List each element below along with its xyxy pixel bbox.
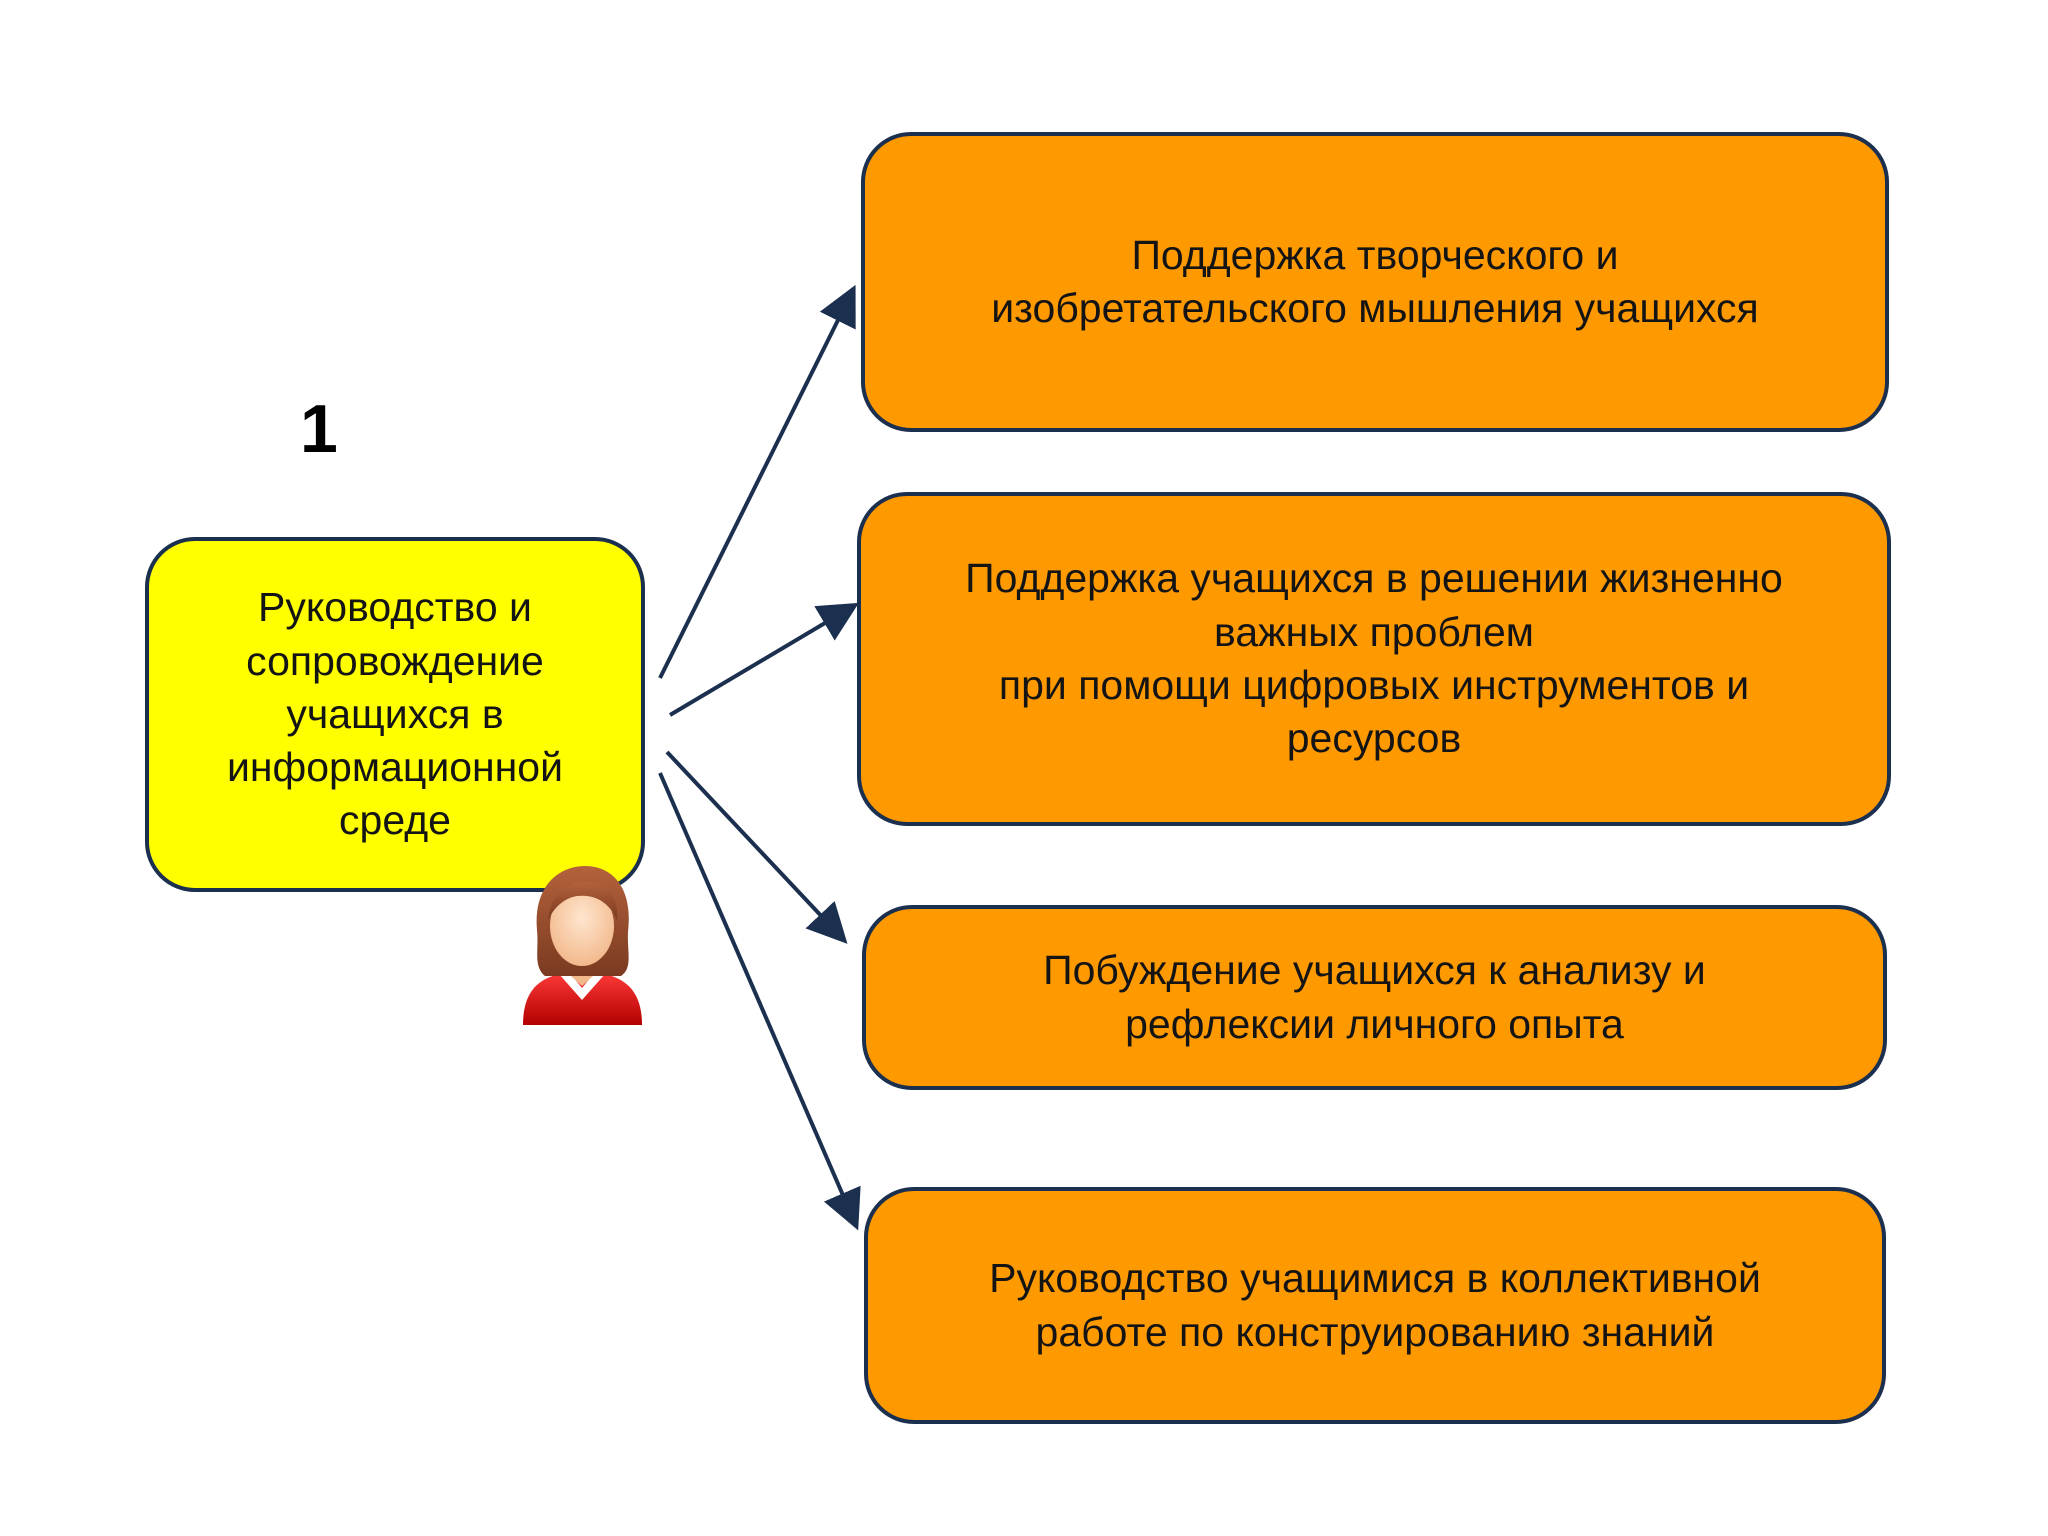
target-label: Поддержка учащихся в решении жизненно ва… (965, 555, 1783, 762)
arrow-to-target-2 (668, 602, 859, 717)
target-box-creative-thinking: Поддержка творческого и изобретательског… (861, 132, 1889, 432)
target-box-reflection: Побуждение учащихся к анализу и рефлекси… (862, 905, 1887, 1090)
target-label: Руководство учащимися в коллективной раб… (989, 1255, 1761, 1355)
arrow-to-target-1 (658, 284, 856, 679)
slide-number: 1 (300, 391, 338, 467)
target-label: Побуждение учащихся к анализу и рефлекси… (1043, 947, 1706, 1047)
target-box-life-problems: Поддержка учащихся в решении жизненно ва… (857, 492, 1891, 826)
source-label: Руководство и сопровождение учащихся в и… (226, 584, 564, 844)
arrow-to-target-3 (665, 750, 848, 944)
target-label: Поддержка творческого и изобретательског… (991, 231, 1759, 331)
target-box-collaboration: Руководство учащимися в коллективной раб… (864, 1187, 1886, 1424)
teacher-avatar-icon (523, 866, 642, 1025)
arrow-to-target-4 (658, 772, 861, 1231)
source-box: Руководство и сопровождение учащихся в и… (145, 537, 645, 892)
